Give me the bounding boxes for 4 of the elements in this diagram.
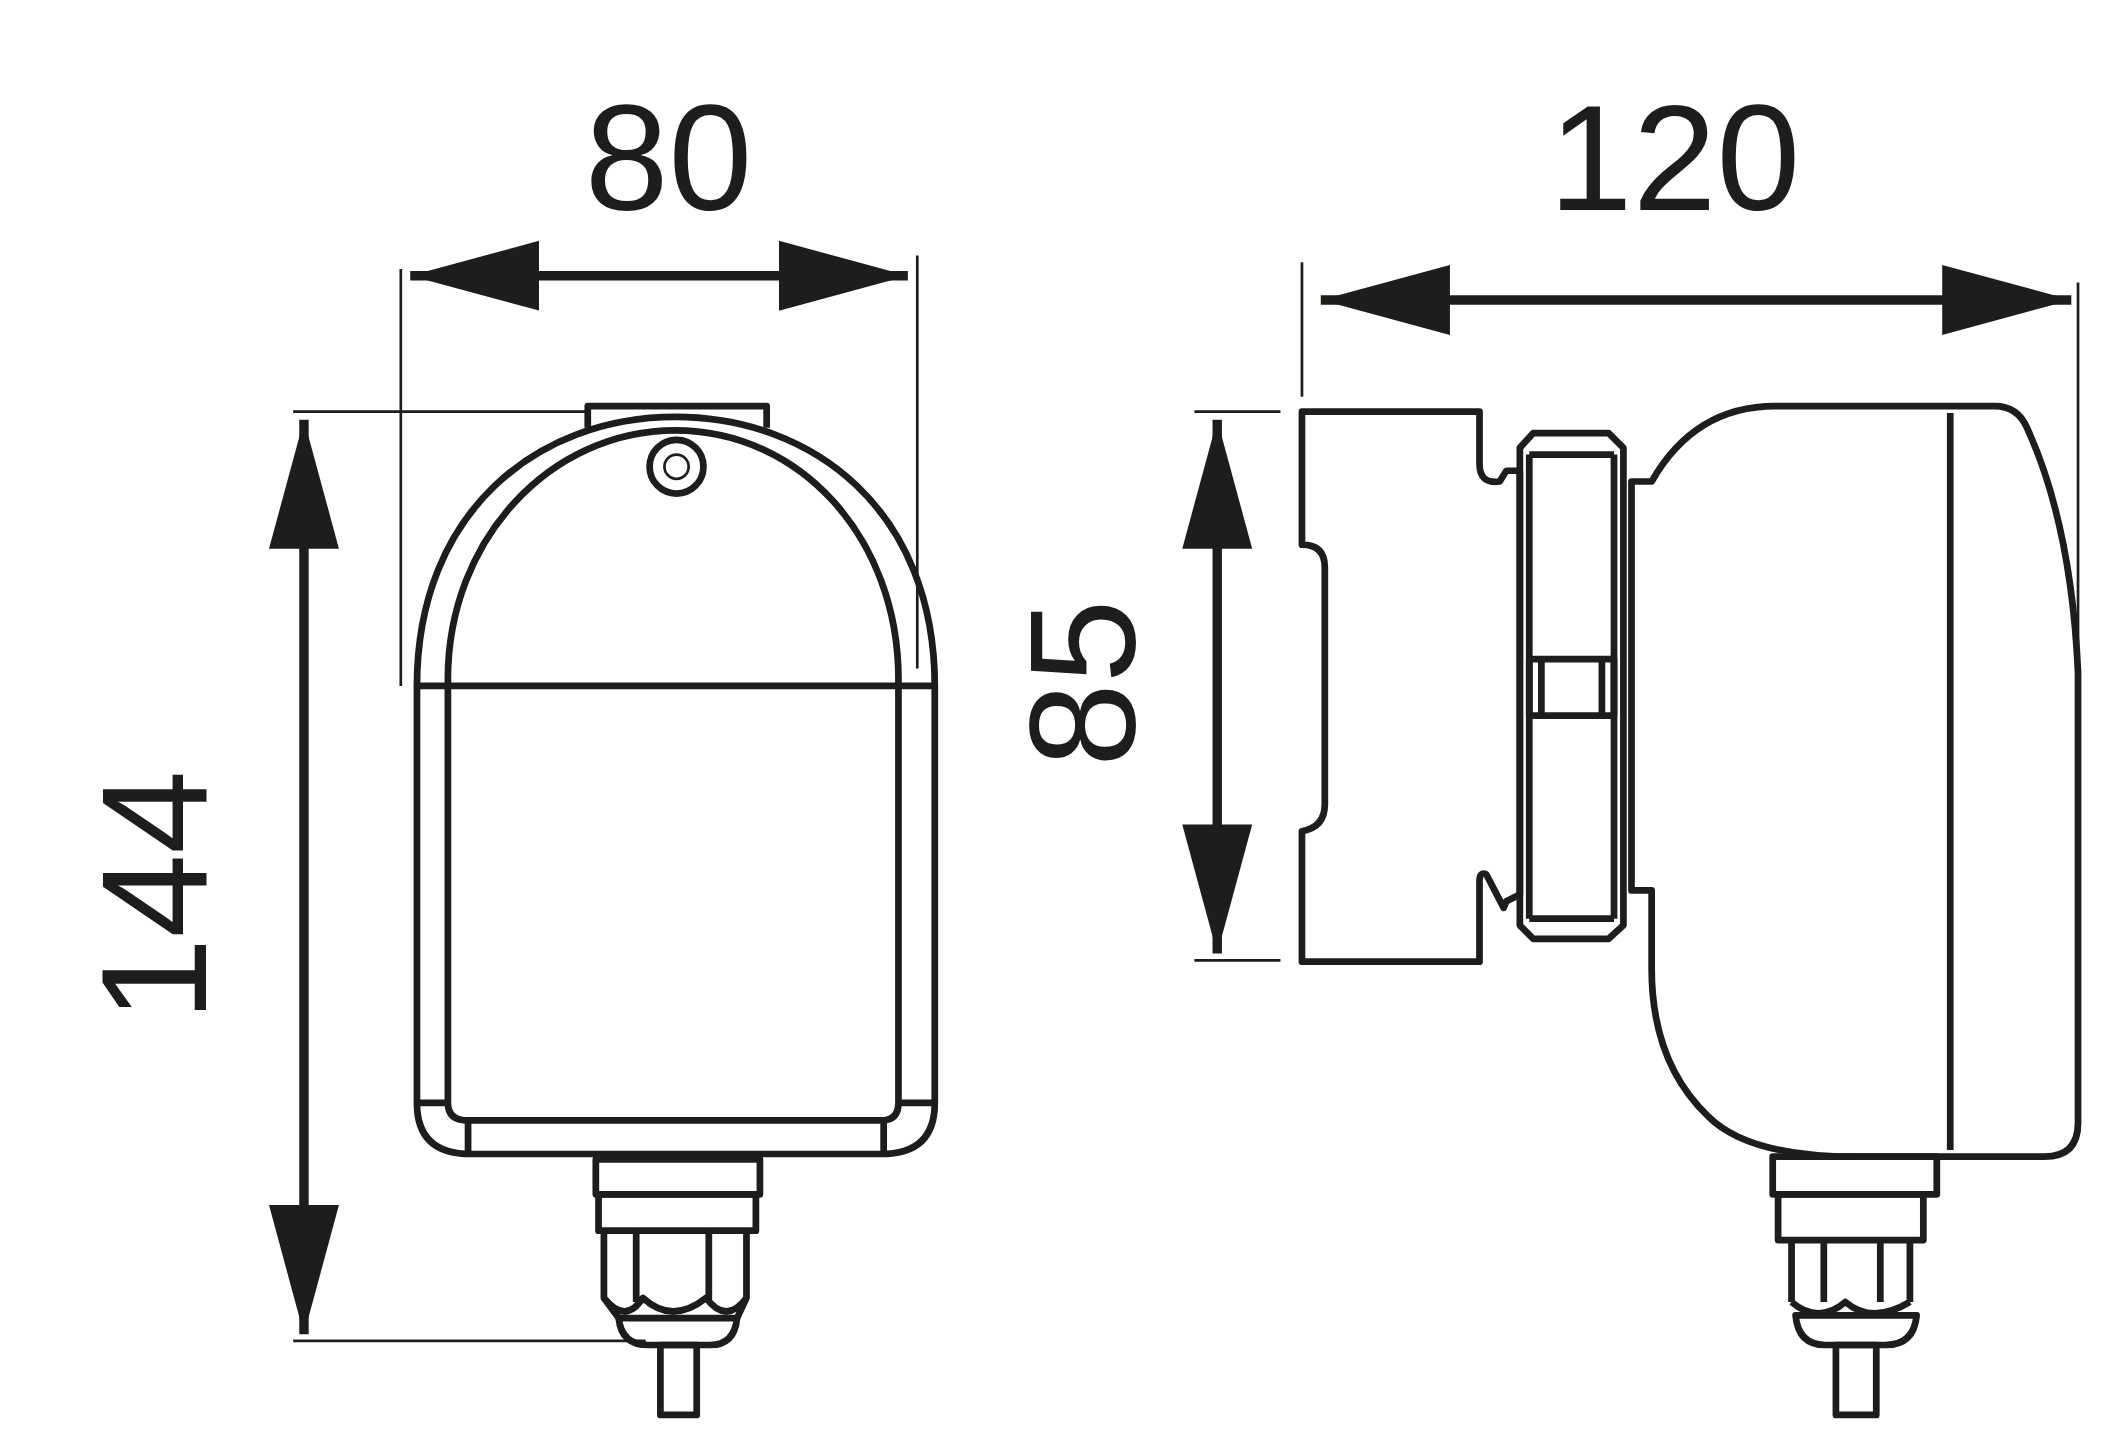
dimension-label: 144 — [79, 770, 230, 1022]
dimension-label: 120 — [1548, 83, 1801, 235]
dimension-label: 85 — [1008, 599, 1160, 768]
dimension-label: 80 — [584, 83, 753, 235]
